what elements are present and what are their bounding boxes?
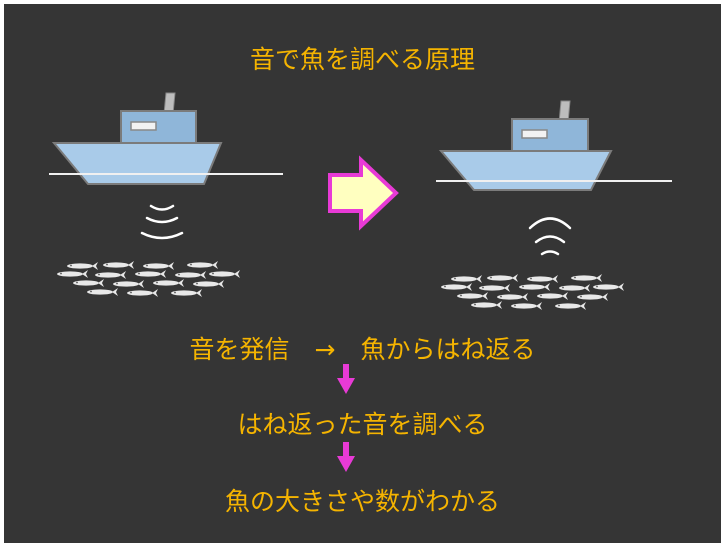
slide: 音で魚を調べる原理 音を発信 → 魚からはね返る はね返った音を調べる 魚の大き… (4, 4, 721, 543)
sound-wave-up-icon (528, 217, 572, 256)
down-arrow-icon (337, 442, 355, 472)
slide-title: 音で魚を調べる原理 (249, 45, 475, 74)
right-arrow-icon (328, 155, 399, 231)
step-result: 魚の大きさや数がわかる (224, 487, 500, 516)
boat-left-icon (51, 92, 223, 185)
fish-school-left-icon (57, 261, 240, 297)
boat-right-icon (438, 100, 613, 191)
down-arrow-icon (337, 364, 355, 394)
step-analyze-echo: はね返った音を調べる (237, 410, 488, 439)
illustration (49, 92, 672, 472)
sound-wave-down-icon (140, 204, 184, 240)
step-emit-sound: 音を発信 → 魚からはね返る (189, 335, 536, 364)
fish-school-right-icon (441, 274, 624, 310)
